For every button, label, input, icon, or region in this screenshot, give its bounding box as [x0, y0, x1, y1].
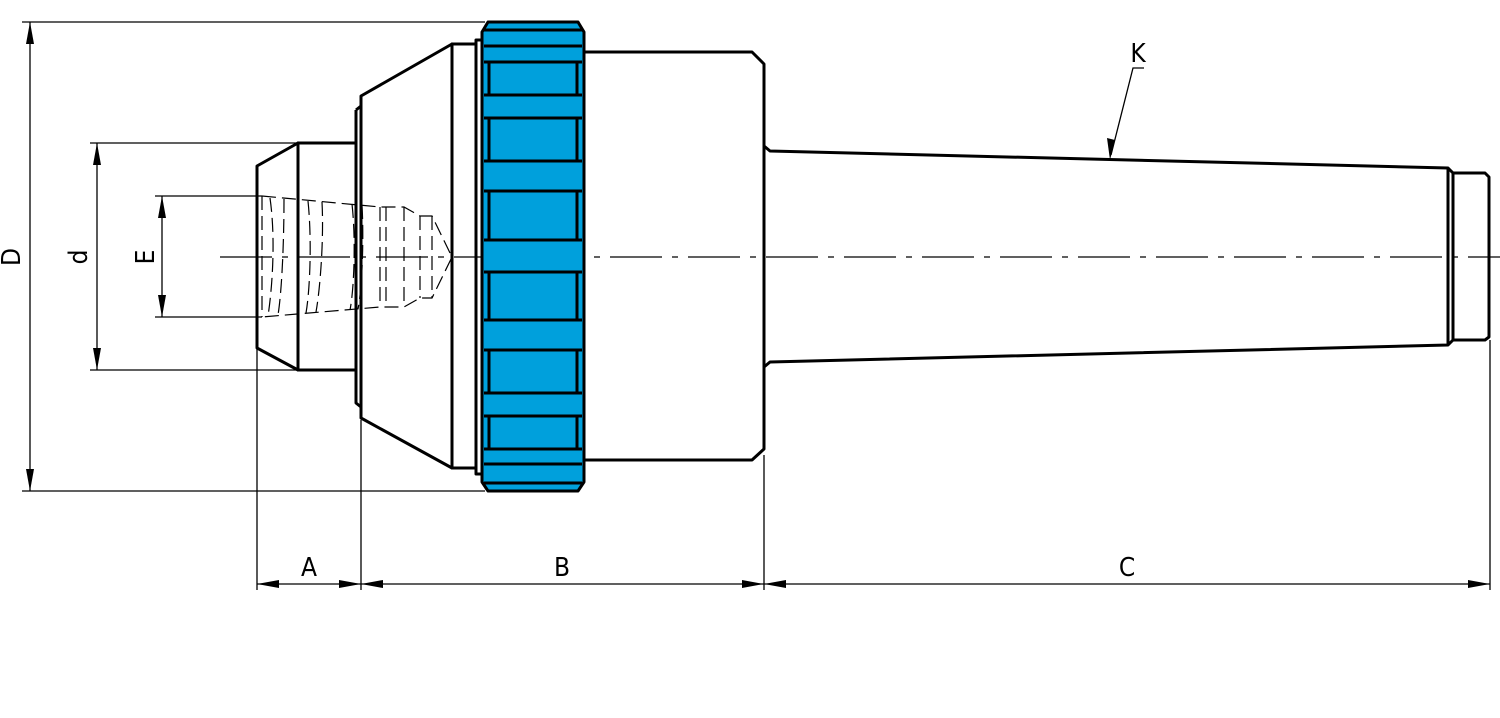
dimension-D: D	[0, 22, 34, 491]
label-d: d	[64, 250, 94, 265]
arrowhead	[361, 580, 383, 588]
arrowhead	[26, 469, 34, 491]
label-E: E	[131, 250, 161, 265]
knurl-grooves	[484, 28, 582, 485]
knurled-ring	[480, 20, 586, 493]
dimension-B: B	[361, 553, 764, 588]
dimension-E: E	[131, 196, 166, 317]
arrowhead	[742, 580, 764, 588]
arrowhead	[764, 580, 786, 588]
arrowhead	[93, 143, 101, 165]
arrowhead	[1468, 580, 1490, 588]
arrowhead	[257, 580, 279, 588]
extension-lines	[22, 21, 1491, 590]
label-B: B	[554, 553, 570, 583]
leader-K: K	[1107, 39, 1146, 160]
arrowhead	[158, 295, 166, 317]
label-C: C	[1119, 553, 1135, 583]
dimension-A: A	[257, 553, 361, 588]
arrowhead	[158, 196, 166, 218]
label-D: D	[0, 248, 27, 266]
arrowhead	[26, 22, 34, 44]
dimension-C: C	[764, 553, 1490, 588]
label-K: K	[1130, 39, 1146, 69]
knurl-body	[480, 20, 586, 493]
taper-shank	[763, 144, 1491, 369]
arrowhead	[1107, 138, 1115, 160]
arrowhead	[339, 580, 361, 588]
arrowhead	[93, 348, 101, 370]
housing	[582, 50, 766, 462]
label-A: A	[301, 553, 317, 583]
dimension-d: d	[64, 143, 101, 370]
